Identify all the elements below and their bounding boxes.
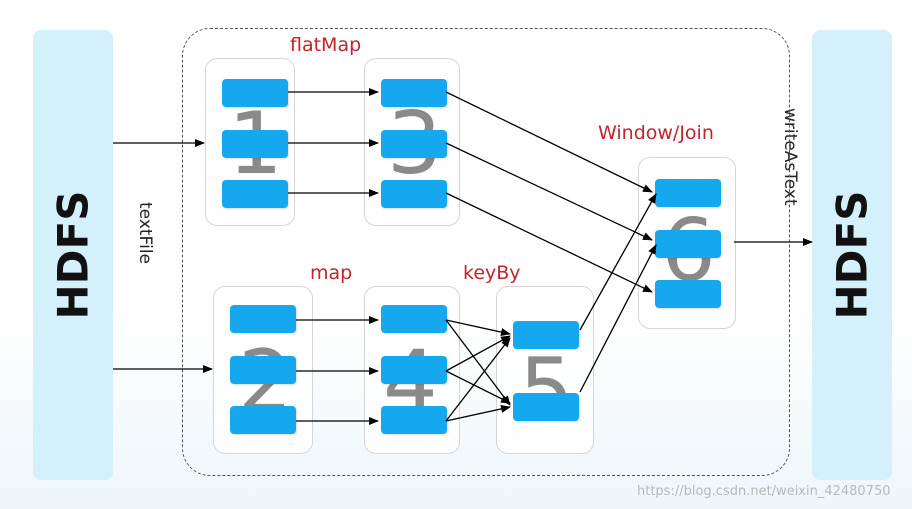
task-6c xyxy=(655,280,721,308)
task-5b xyxy=(513,393,579,421)
arrow-4a-5b xyxy=(445,319,511,406)
task-3a xyxy=(381,79,447,107)
task-6b xyxy=(655,230,721,258)
operator-6: 6 xyxy=(638,157,736,329)
hdfs-sink: HDFS xyxy=(812,30,892,480)
arrow-3a-6a xyxy=(445,91,653,193)
task-2a xyxy=(230,305,296,333)
task-4c xyxy=(381,406,447,434)
arrow-5a-6a xyxy=(579,193,657,331)
hdfs-source: HDFS xyxy=(33,30,113,480)
task-4b xyxy=(381,356,447,384)
flatmap-label: flatMap xyxy=(290,34,362,56)
keyby-label: keyBy xyxy=(463,262,521,284)
task-5a xyxy=(513,321,579,349)
arrow-4b-5a xyxy=(445,335,511,372)
operator-3: 3 xyxy=(364,58,460,226)
operator-4: 4 xyxy=(364,286,460,454)
operator-5: 5 xyxy=(496,286,594,454)
task-4a xyxy=(381,305,447,333)
window-join-label: Window/Join xyxy=(598,122,714,144)
task-3c xyxy=(381,180,447,208)
task-1b xyxy=(222,130,288,158)
arrow-3c-6c xyxy=(445,192,653,293)
map-label: map xyxy=(310,262,353,284)
operator-2: 2 xyxy=(213,286,313,454)
arrow-4b-5b xyxy=(445,370,511,404)
task-2c xyxy=(230,406,296,434)
task-1a xyxy=(222,79,288,107)
task-2b xyxy=(230,356,296,384)
arrow-4c-5a xyxy=(445,337,511,422)
arrow-3b-6b xyxy=(445,142,653,241)
arrow-4c-5b xyxy=(445,405,511,422)
job-container xyxy=(182,28,790,476)
watermark: https://blog.csdn.net/weixin_42480750 xyxy=(637,484,891,499)
operator-1: 1 xyxy=(205,58,295,226)
task-6a xyxy=(655,179,721,207)
task-3b xyxy=(381,130,447,158)
arrow-4a-5a xyxy=(445,319,511,336)
task-1c xyxy=(222,180,288,208)
arrow-5b-6b xyxy=(579,244,657,393)
